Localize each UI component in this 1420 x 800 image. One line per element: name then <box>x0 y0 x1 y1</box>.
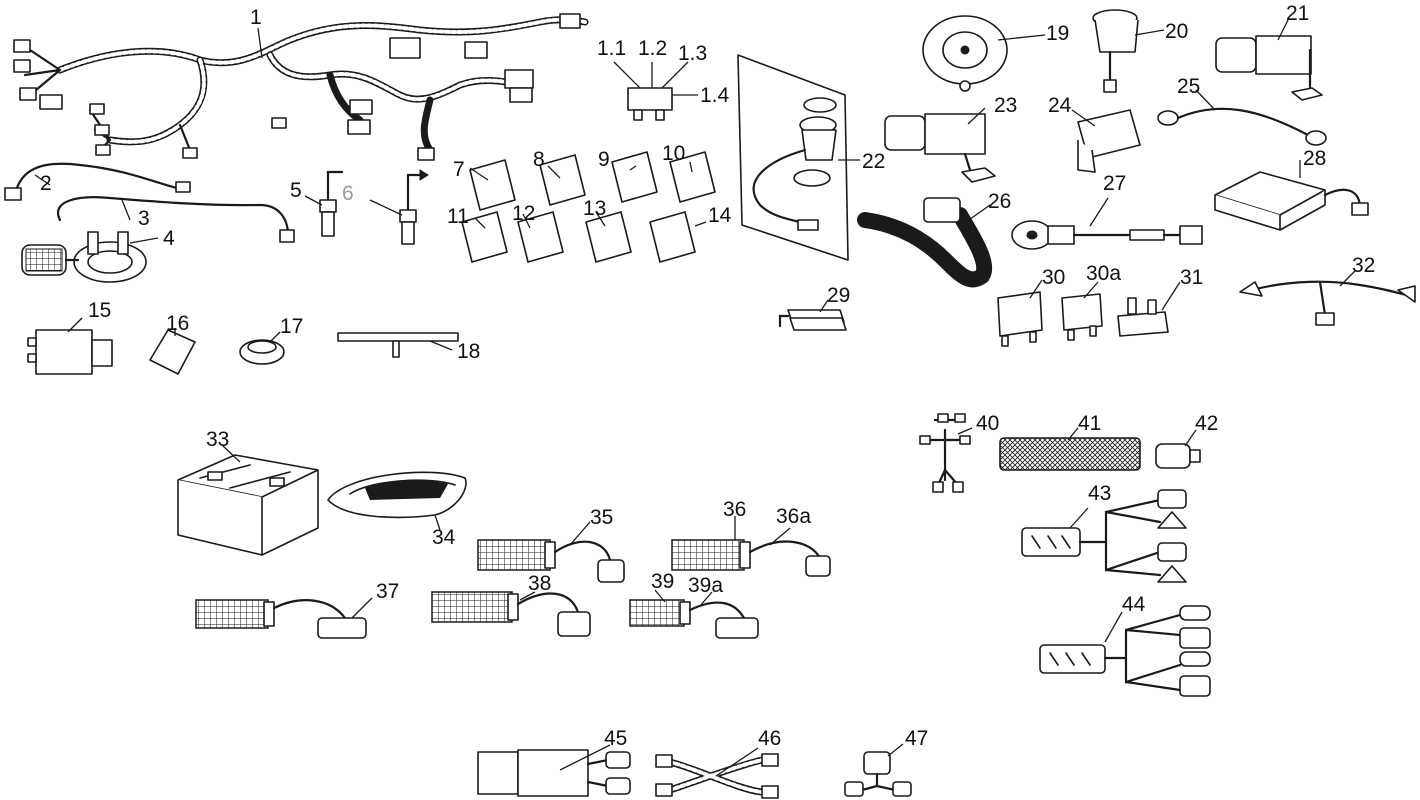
part-bracket-16 <box>149 328 196 375</box>
callout-27: 27 <box>1103 172 1126 195</box>
part-strip-18 <box>337 332 459 358</box>
callout-1-4: 1.4 <box>700 84 730 107</box>
callout-34: 34 <box>432 526 456 549</box>
part-cover-34 <box>327 471 467 531</box>
part-switch-44 <box>1039 605 1211 697</box>
callout-47: 47 <box>905 727 928 750</box>
callout-19: 19 <box>1046 22 1069 45</box>
part-conduit-26 <box>857 197 993 288</box>
callout-37: 37 <box>376 580 399 603</box>
callout-4: 4 <box>163 227 175 250</box>
part-module-38 <box>431 591 591 637</box>
callout-20: 20 <box>1165 20 1188 43</box>
part-module-35 <box>477 521 625 583</box>
callout-26: 26 <box>988 190 1011 213</box>
part-battery-33 <box>177 444 319 556</box>
callout-23: 23 <box>994 94 1017 117</box>
callout-6: 6 <box>342 182 354 205</box>
part-harness-32 <box>1239 269 1416 326</box>
callout-10: 10 <box>662 142 685 165</box>
part-regulator-23 <box>884 107 996 183</box>
part-ignition-switch-22 <box>737 54 860 261</box>
part-pickup-27 <box>1011 197 1203 250</box>
callout-18: 18 <box>457 340 480 363</box>
callout-9: 9 <box>598 148 610 171</box>
callout-2: 2 <box>40 172 52 195</box>
callout-25: 25 <box>1177 75 1200 98</box>
part-relay-30 <box>997 279 1043 347</box>
part-indicator-lenses <box>461 151 716 263</box>
callout-40: 40 <box>976 412 999 435</box>
callout-38: 38 <box>528 572 551 595</box>
callout-11: 11 <box>447 205 469 228</box>
part-wire-2-and-3 <box>4 162 295 243</box>
callout-14: 14 <box>708 204 732 227</box>
part-regulator-21 <box>1215 19 1323 101</box>
callout-32: 32 <box>1352 254 1375 277</box>
part-harness-47 <box>844 743 912 797</box>
callout-41: 41 <box>1078 412 1101 435</box>
part-sensors-5-6 <box>304 169 429 245</box>
callout-31: 31 <box>1180 266 1203 289</box>
part-switch-17 <box>239 331 285 365</box>
callout-3: 3 <box>138 207 150 230</box>
callout-36a: 36a <box>776 505 811 528</box>
part-cdi-28 <box>1214 160 1369 231</box>
part-harness-40 <box>919 413 973 493</box>
part-module-37 <box>195 597 373 639</box>
callout-43: 43 <box>1088 482 1111 505</box>
part-switch-43 <box>1021 489 1187 583</box>
part-relay-1 <box>613 61 698 121</box>
callout-33: 33 <box>206 428 229 451</box>
part-grille-41 <box>999 427 1141 471</box>
callout-39a: 39a <box>688 574 723 597</box>
part-light-20 <box>1092 9 1165 93</box>
callout-12: 12 <box>512 202 535 225</box>
callout-1-2: 1.2 <box>638 37 667 60</box>
callout-1: 1 <box>250 6 262 29</box>
callout-44: 44 <box>1122 593 1146 616</box>
part-pad-29 <box>778 299 847 331</box>
callout-42: 42 <box>1195 412 1218 435</box>
part-relay-15 <box>27 317 113 375</box>
callout-39: 39 <box>651 570 674 593</box>
part-relay-30a <box>1061 281 1103 341</box>
callout-13: 13 <box>583 197 606 220</box>
callout-1-1: 1.1 <box>597 37 626 60</box>
callout-28: 28 <box>1303 147 1326 170</box>
callout-labels: 1 1.1 1.2 1.3 1.4 2 3 4 5 6 7 8 9 10 11 … <box>40 2 1375 750</box>
part-module-36 <box>671 516 831 577</box>
part-ground-wire-25 <box>1157 89 1327 146</box>
part-horn-19 <box>922 15 1046 92</box>
callout-7: 7 <box>453 158 465 181</box>
callout-21: 21 <box>1286 2 1309 25</box>
part-main-wiring-harness <box>13 13 589 161</box>
callout-45: 45 <box>604 727 627 750</box>
callout-24: 24 <box>1048 94 1072 117</box>
part-module-39 <box>629 589 759 639</box>
callout-46: 46 <box>758 727 781 750</box>
callout-1-3: 1.3 <box>678 42 707 65</box>
part-connector-31 <box>1117 281 1181 337</box>
part-horn-4 <box>21 231 159 283</box>
callout-30a: 30a <box>1086 262 1121 285</box>
callout-36: 36 <box>723 498 746 521</box>
callout-30: 30 <box>1042 266 1065 289</box>
part-rectifier-24 <box>1071 109 1141 173</box>
callout-35: 35 <box>590 506 613 529</box>
part-module-45 <box>477 744 631 797</box>
callout-8: 8 <box>533 148 545 171</box>
callout-15: 15 <box>88 299 111 322</box>
callout-16: 16 <box>166 312 189 335</box>
callout-17: 17 <box>280 315 303 338</box>
callout-29: 29 <box>827 284 850 307</box>
callout-22: 22 <box>862 150 885 173</box>
part-harness-46 <box>655 747 779 799</box>
callout-5: 5 <box>290 179 302 202</box>
part-bulb-42 <box>1155 429 1201 469</box>
